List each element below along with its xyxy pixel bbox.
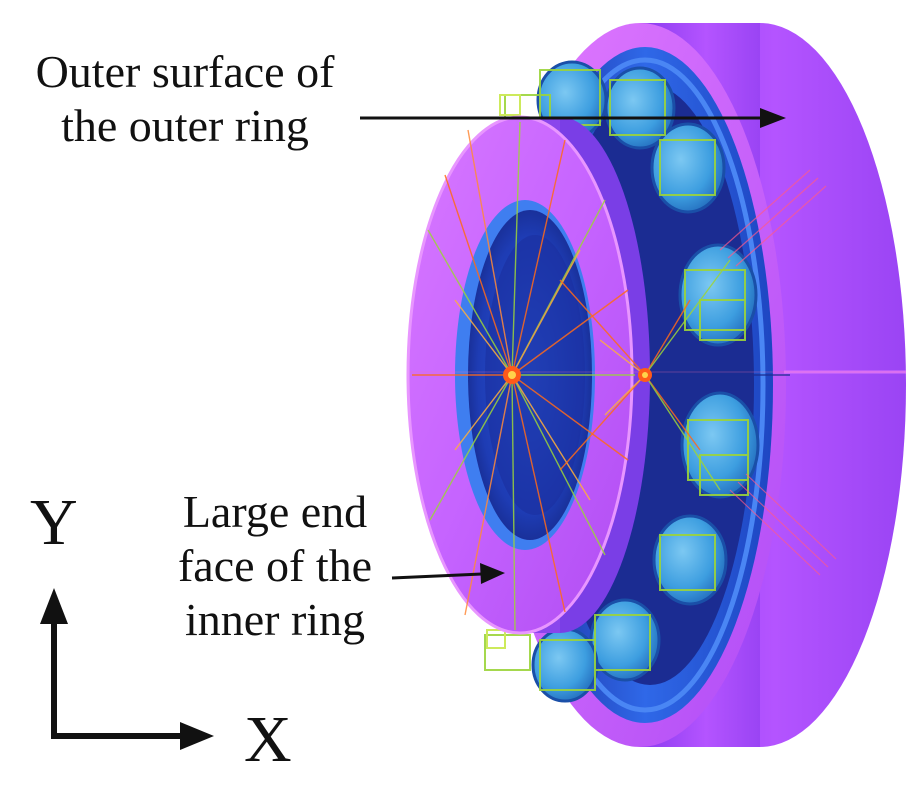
mesh-elements bbox=[484, 69, 749, 691]
large-end-face-label-line-2: face of the bbox=[177, 540, 373, 591]
x-axis-label: X bbox=[244, 703, 292, 776]
large-end-face-label: Large end face of the inner ring bbox=[160, 485, 390, 647]
large-end-face-label-line-3: inner ring bbox=[184, 594, 366, 645]
center-spider-lines bbox=[559, 259, 790, 491]
coordinate-axes bbox=[40, 588, 214, 750]
annotation-arrows bbox=[360, 108, 786, 584]
y-axis-label: Y bbox=[30, 486, 78, 559]
outer-surface-label: Outer surface of the outer ring bbox=[10, 45, 360, 153]
reference-lines bbox=[410, 169, 906, 576]
outer-surface-label-line-1: Outer surface of bbox=[35, 46, 335, 97]
inner-spider-lines bbox=[412, 121, 635, 631]
center-nodes bbox=[503, 366, 652, 384]
large-end-face-label-line-1: Large end bbox=[182, 486, 368, 537]
outer-surface-label-line-2: the outer ring bbox=[61, 100, 309, 151]
